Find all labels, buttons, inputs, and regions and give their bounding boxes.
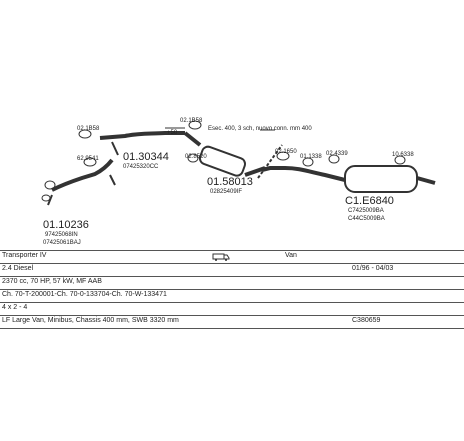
clamp-label: 01.1338 <box>300 154 322 160</box>
production-years: 01/96 - 04/03 <box>352 265 394 272</box>
part-sub-code: C44C5009BA <box>348 216 385 222</box>
part-sub-code: C7425009BA <box>348 208 384 214</box>
part-code: 01.10236 <box>43 219 89 231</box>
engine-spec: 2370 cc, 70 HP, 57 kW, MF AAB <box>2 278 102 285</box>
kit-code: C380659 <box>352 317 381 324</box>
engine-name: 2.4 Diesel <box>2 265 34 272</box>
clamp-label: 10.6338 <box>392 152 414 158</box>
clamp-icon <box>276 151 314 167</box>
extension-annotation: Esec. 400, 3 sch, nuovo conn. mm 400 <box>208 126 312 132</box>
clamp-label: 02.1650 <box>275 149 297 155</box>
front-pipe <box>51 158 114 192</box>
part-sub-code: 97425068IN <box>45 232 78 238</box>
drive-spec: 4 x 2 - 4 <box>2 304 28 311</box>
body-type: Van <box>285 252 297 259</box>
table-row: 2.4 Diesel 01/96 - 04/03 <box>0 263 464 276</box>
clamp-icon <box>328 154 406 165</box>
part-code: 01.30344 <box>123 151 169 163</box>
table-row: Ch. 70-T-200001-Ch. 70-0-133704-Ch. 70-W… <box>0 289 464 302</box>
clamp-label: 62.9541 <box>77 156 99 162</box>
part-code: 01.58013 <box>207 176 253 188</box>
dimension-label: +50 <box>167 130 178 136</box>
table-row: LF Large Van, Minibus, Chassis 400 mm, S… <box>0 315 464 329</box>
clamp-icon <box>187 120 202 163</box>
model-name: Transporter IV <box>2 252 47 259</box>
table-row: 4 x 2 - 4 <box>0 302 464 315</box>
clamp-label: 02.4339 <box>326 151 348 157</box>
gasket-icon <box>41 180 56 202</box>
rear-pipe <box>261 166 346 182</box>
part-sub-code: 07425061BAJ <box>43 240 81 246</box>
clamp-icon <box>78 129 97 167</box>
table-row: Transporter IV Van <box>0 250 464 263</box>
rear-silencer <box>344 165 436 193</box>
clamp-label: 02.1B58 <box>180 118 203 124</box>
extension-pipe <box>257 144 283 179</box>
clamp-label: 02.8520 <box>185 154 207 160</box>
part-sub-code: 02825409IF <box>210 189 242 195</box>
exhaust-system-diagram: 02.1B58 02.1B58 62.9541 02.8520 01.1338 … <box>41 118 436 246</box>
part-sub-code: 07425320CC <box>123 164 159 170</box>
part-code: C1.E6840 <box>345 195 394 207</box>
table-row: 2370 cc, 70 HP, 57 kW, MF AAB <box>0 276 464 289</box>
van-icon <box>212 251 230 263</box>
clamp-label: 02.1B58 <box>77 126 100 132</box>
centre-pipe <box>99 131 185 140</box>
chassis-range: Ch. 70-T-200001-Ch. 70-0-133704-Ch. 70-W… <box>2 291 167 298</box>
variant-description: LF Large Van, Minibus, Chassis 400 mm, S… <box>2 317 179 324</box>
middle-silencer <box>183 131 266 177</box>
